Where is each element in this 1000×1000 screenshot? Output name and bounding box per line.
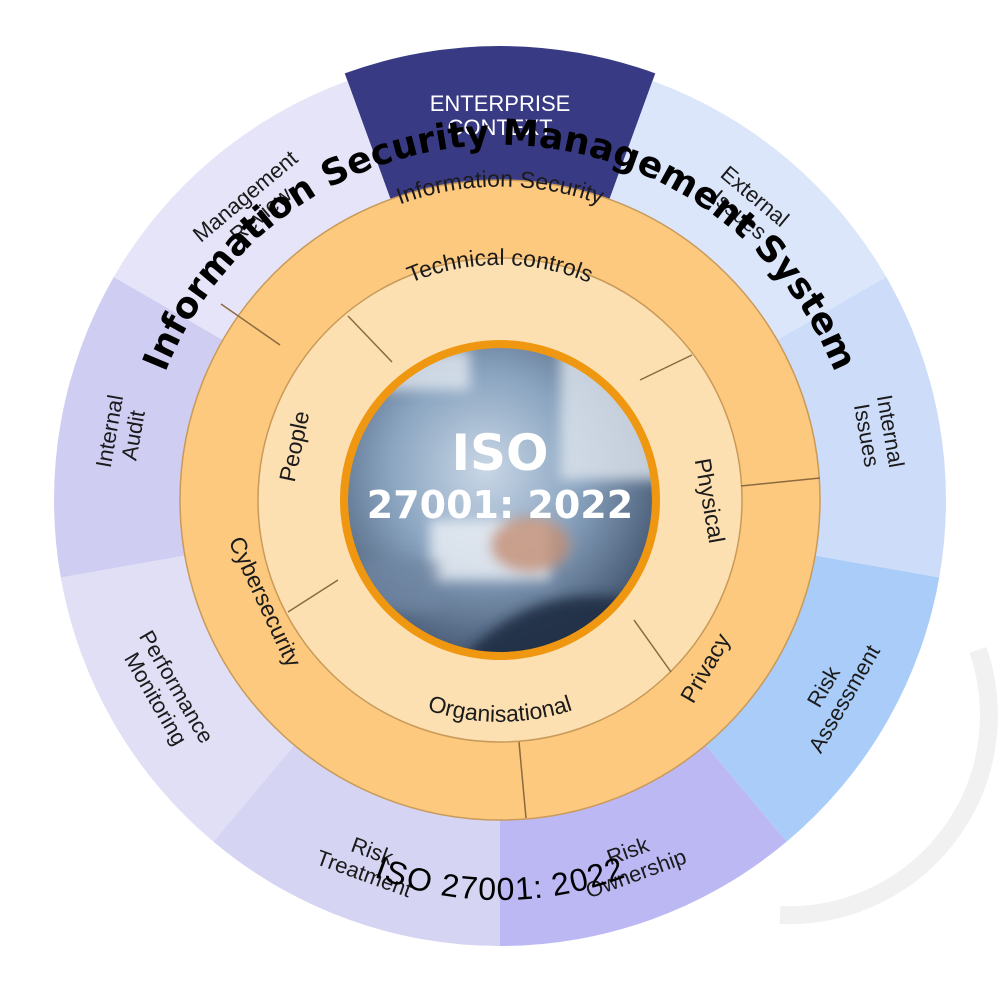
outer-segment xyxy=(705,555,940,842)
outer-segment xyxy=(54,277,223,578)
inner-divider xyxy=(347,315,393,363)
outer-segment xyxy=(213,745,501,946)
middle-ring-outline xyxy=(179,179,821,821)
middle-divider xyxy=(518,741,527,819)
outer-segment xyxy=(344,46,656,200)
inner-divider xyxy=(287,579,339,613)
outer-segment-label-line: CONTEXT xyxy=(447,115,552,140)
center-title: ISO xyxy=(451,424,548,482)
outer-segment-label-line: ENTERPRISE xyxy=(430,91,571,116)
inner-divider xyxy=(639,354,693,381)
outer-segment xyxy=(609,80,887,340)
decorative-arc xyxy=(779,647,998,925)
ring-dividers xyxy=(220,303,821,819)
outer-segment-label: InternalIssues xyxy=(848,393,909,474)
inner-divider xyxy=(633,619,672,673)
outer-segment xyxy=(500,745,787,946)
center-subtitle: 27001: 2022 xyxy=(367,483,633,527)
outer-segment xyxy=(60,555,295,842)
outer-segment xyxy=(777,277,946,578)
middle-divider xyxy=(740,477,821,487)
middle-divider xyxy=(220,303,281,346)
outer-segment xyxy=(113,80,391,340)
